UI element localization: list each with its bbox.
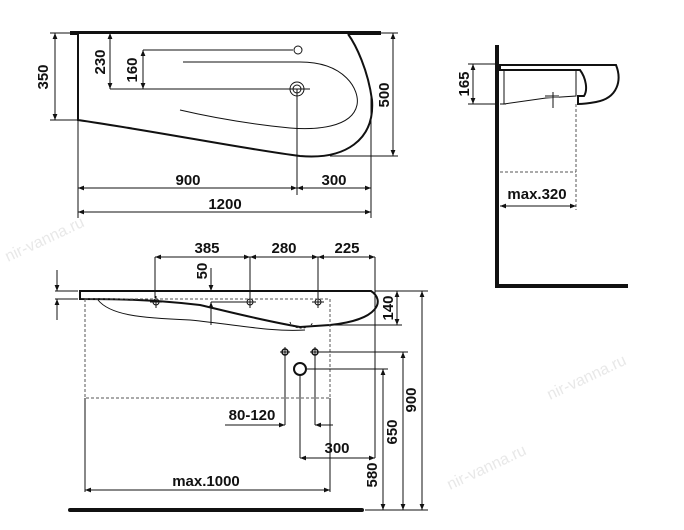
dim-300: 300 xyxy=(321,172,346,189)
watermark: nir-vanna.ru xyxy=(545,352,630,403)
basin-side xyxy=(499,64,620,106)
dim-80-120: 80-120 xyxy=(229,407,276,424)
front-view: 385 280 225 50 140 80-120 300 max.1000 5… xyxy=(54,240,428,512)
dim-225: 225 xyxy=(334,240,359,257)
basin-bowl-top xyxy=(179,61,358,130)
watermark: nir-vanna.ru xyxy=(3,214,88,265)
wall-floor xyxy=(495,45,628,288)
dim-max320: max.320 xyxy=(507,186,566,203)
dim-165: 165 xyxy=(456,71,473,96)
dim-230: 230 xyxy=(92,49,109,74)
dim-300-front: 300 xyxy=(324,440,349,457)
watermark: nir-vanna.ru xyxy=(445,442,530,493)
dim-500: 500 xyxy=(376,82,393,107)
basin-outline-top xyxy=(77,33,374,158)
dim-140: 140 xyxy=(380,295,397,320)
side-view: 165 max.320 xyxy=(456,45,628,288)
dim-580: 580 xyxy=(364,462,381,487)
dim-160: 160 xyxy=(124,57,141,82)
dim-280: 280 xyxy=(271,240,296,257)
pipe-connections xyxy=(280,347,320,376)
top-view: 350 230 160 500 900 300 1200 xyxy=(35,31,398,218)
cabinet-outline xyxy=(84,298,331,399)
dim-385: 385 xyxy=(194,240,219,257)
drain-side xyxy=(545,95,559,98)
dim-50: 50 xyxy=(194,263,211,280)
dim-1200: 1200 xyxy=(208,196,241,213)
dim-650: 650 xyxy=(384,419,401,444)
dim-350: 350 xyxy=(35,64,52,89)
dim-900-front: 900 xyxy=(403,387,420,412)
dim-max1000: max.1000 xyxy=(172,473,240,490)
basin-front xyxy=(79,290,379,329)
dim-900: 900 xyxy=(175,172,200,189)
tap-hole xyxy=(293,45,303,55)
